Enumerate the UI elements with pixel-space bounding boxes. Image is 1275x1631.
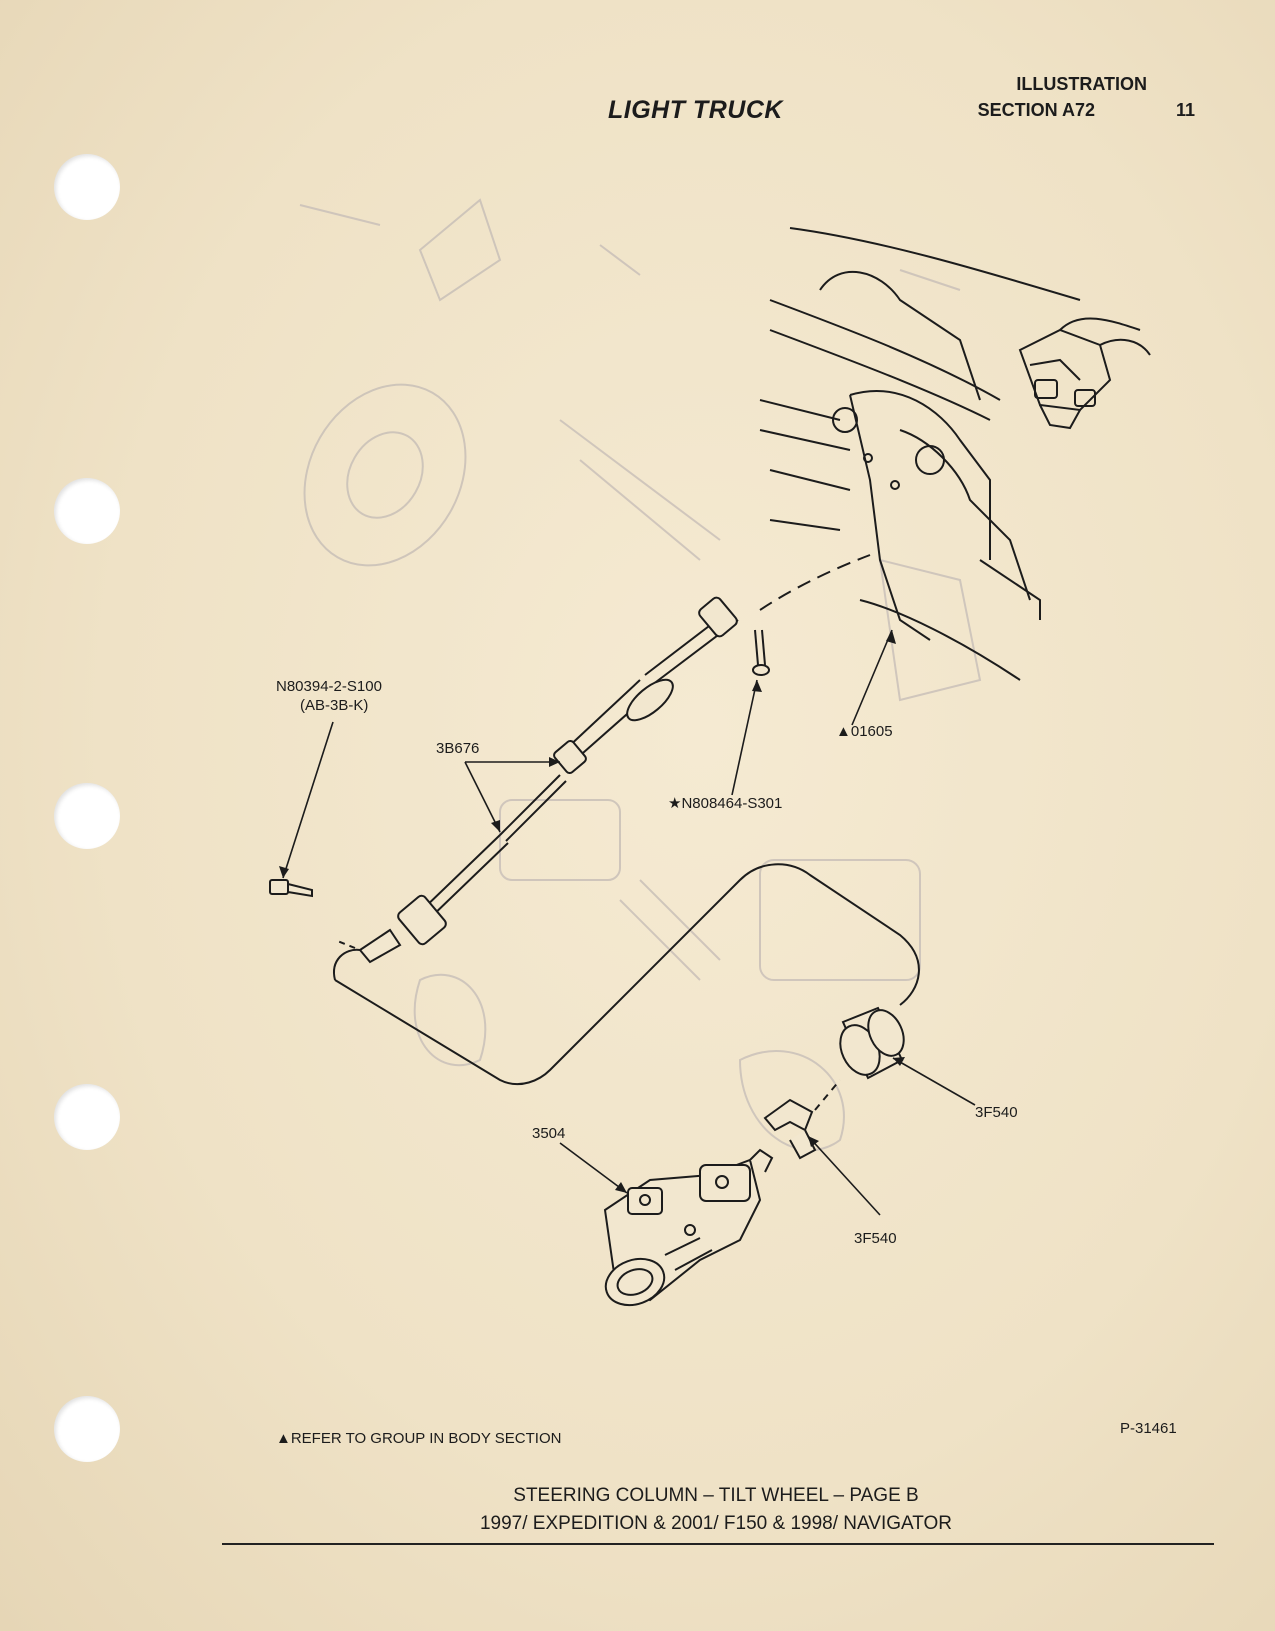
binder-hole — [54, 154, 120, 220]
seal-3f540-lower — [763, 1079, 841, 1160]
page-title: LIGHT TRUCK — [608, 96, 783, 124]
footer-rule — [222, 1543, 1214, 1545]
leader-arrowheads — [279, 630, 905, 1193]
header-illustration: ILLUSTRATION — [1016, 74, 1147, 94]
footer-note: ▲REFER TO GROUP IN BODY SECTION — [276, 1430, 562, 1447]
callout-n80394: N80394-2-S100 — [276, 678, 382, 695]
binder-hole — [54, 1396, 120, 1462]
leader-lines — [282, 629, 976, 1216]
dashboard-panel — [759, 227, 1081, 681]
binder-hole — [54, 1084, 120, 1150]
callout-n808464: ★N808464-S301 — [668, 795, 783, 812]
binder-hole — [54, 478, 120, 544]
switch-assembly — [1018, 317, 1151, 430]
steering-shaft — [334, 554, 871, 964]
callout-3504: 3504 — [532, 1125, 566, 1142]
callout-01605: ▲01605 — [836, 723, 893, 740]
steering-gear-3504 — [603, 1148, 774, 1307]
callout-3b676: 3B676 — [436, 740, 480, 757]
caption-line-2: 1997/ EXPEDITION & 2001/ F150 & 1998/ NA… — [479, 1513, 953, 1534]
callout-3f540-upper: 3F540 — [975, 1104, 1018, 1121]
binder-hole — [54, 783, 120, 849]
bolt-n80394 — [269, 879, 313, 898]
header-section: SECTION A72 — [977, 100, 1095, 120]
bolt-n808464 — [752, 629, 770, 676]
header-page-number: 11 — [1175, 100, 1195, 120]
callout-3f540-lower: 3F540 — [854, 1230, 897, 1247]
boot-outline — [334, 863, 920, 1086]
callout-n80394-code: (AB-3B-K) — [300, 697, 369, 714]
bleed-through-layer — [299, 198, 982, 1152]
caption-line-1: STEERING COLUMN – TILT WHEEL – PAGE B — [513, 1485, 919, 1506]
figure-number: P-31461 — [1120, 1420, 1177, 1437]
bearing-3f540-upper — [839, 1006, 905, 1080]
